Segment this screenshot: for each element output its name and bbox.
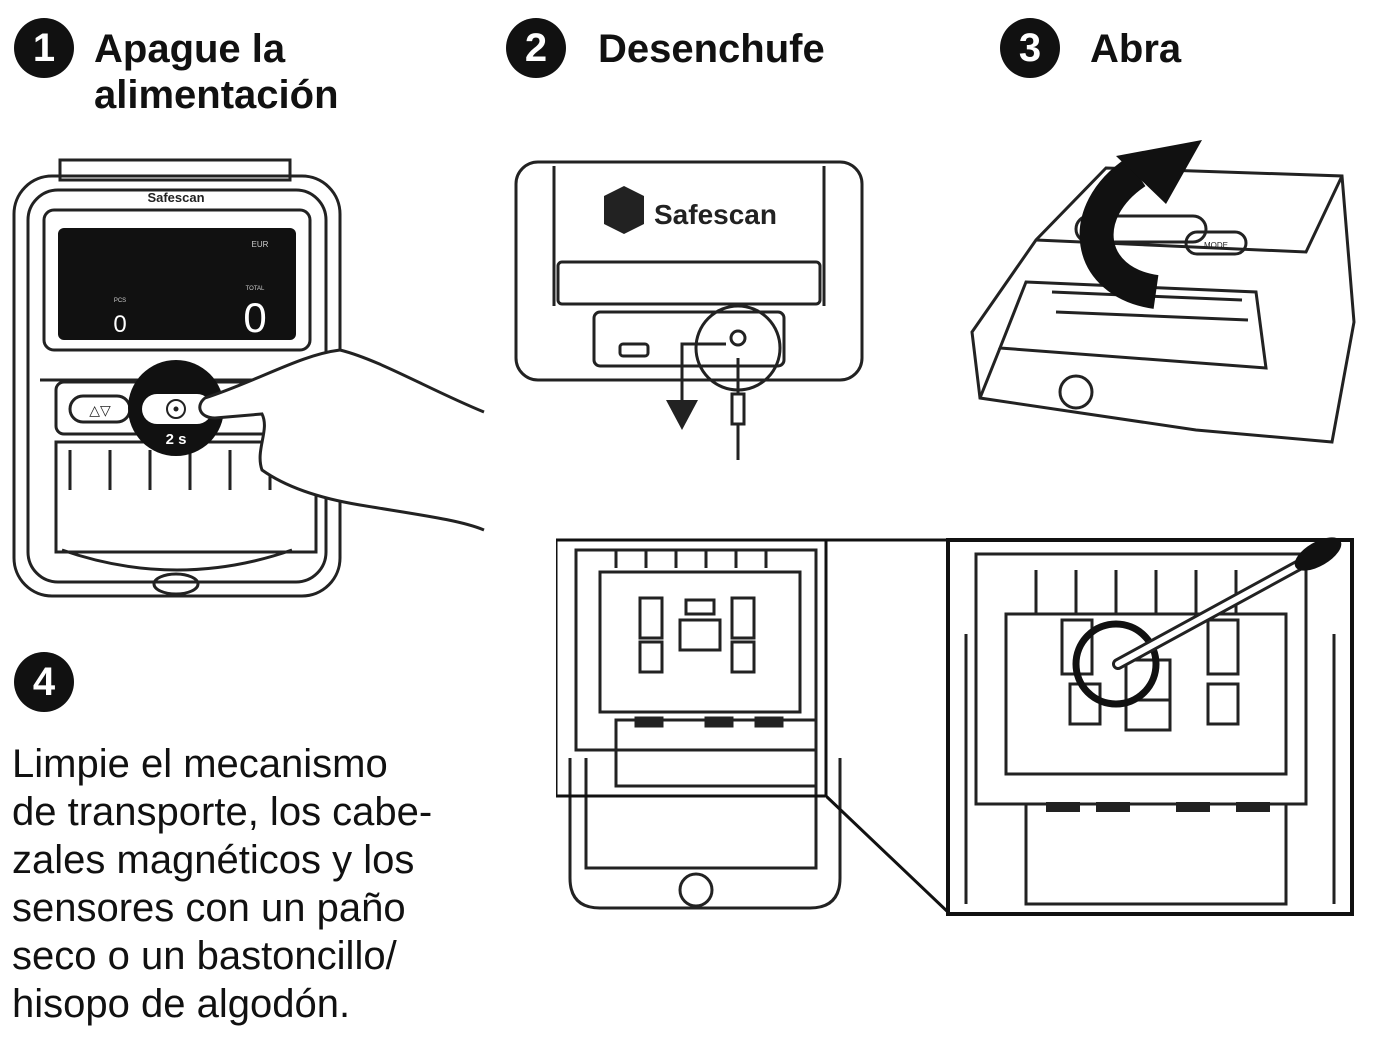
zoom-frame (556, 538, 828, 798)
display-left-value: 0 (113, 311, 126, 338)
rear-brand-label: Safescan (654, 199, 777, 230)
device-interior-illustration (556, 538, 842, 910)
display-currency: EUR (252, 240, 269, 249)
device-front-illustration: Safescan EUR PCS TOTAL 0 0 △▽ 2 s (12, 158, 485, 598)
cotton-swab-icon (1112, 537, 1342, 670)
mode-button-label: MODE (1204, 241, 1228, 250)
step-2-number: 2 (506, 18, 566, 78)
arrow-keys-label: △▽ (89, 402, 111, 418)
display-right-value: 0 (243, 294, 266, 341)
device-rear-illustration: Safescan (514, 160, 864, 460)
display-right-label: TOTAL (246, 286, 265, 292)
sensor-highlight-circle (1072, 620, 1160, 708)
step-2-title: Desenchufe (598, 27, 825, 71)
device-brand-label: Safescan (147, 190, 204, 205)
zoom-connector (826, 538, 952, 916)
hold-time-label: 2 s (166, 431, 187, 448)
step-3-number: 3 (1000, 18, 1060, 78)
display-left-label: PCS (114, 298, 126, 304)
unplug-arrow-icon (666, 400, 698, 430)
front-logo-icon (1058, 374, 1094, 410)
interior-logo-icon (678, 872, 714, 908)
device-open-illustration: MODE (970, 140, 1356, 444)
safescan-logo-icon (604, 186, 644, 234)
step-4-number: 4 (14, 652, 74, 712)
step-4-text: Limpie el mecanismo de transporte, los c… (12, 742, 433, 1026)
step-3-title: Abra (1090, 27, 1182, 71)
open-lid-arrow-icon (1079, 140, 1202, 309)
power-button-icon (166, 399, 186, 419)
hand-illustration (198, 348, 485, 532)
zoomed-interior-illustration (946, 537, 1354, 916)
step-1-title: Apague la alimentación (94, 27, 339, 117)
step-1-number: 1 (14, 18, 74, 78)
